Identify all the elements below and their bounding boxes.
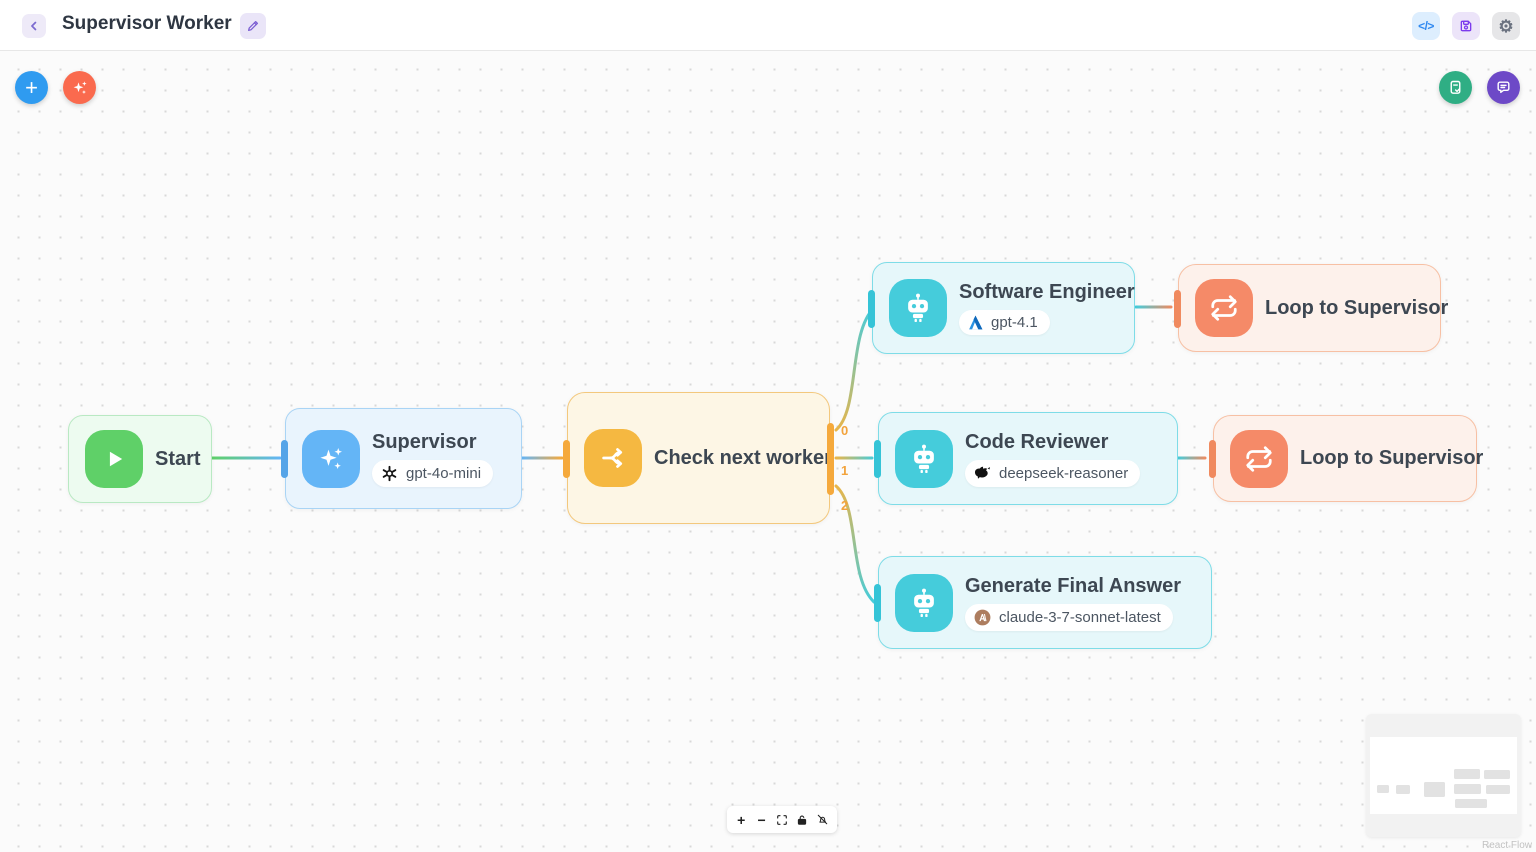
node-title: Supervisor <box>372 430 477 453</box>
fit-view-button[interactable] <box>773 811 791 829</box>
node-title: Software Engineer <box>959 281 1135 303</box>
model-pill[interactable]: deepseek-reasoner <box>965 459 1141 487</box>
node-check-next-worker[interactable]: Check next worker <box>563 392 834 524</box>
sparkles-icon <box>302 429 360 488</box>
minimap[interactable] <box>1366 714 1521 837</box>
zoom-in-icon: + <box>737 811 746 828</box>
target-handle[interactable] <box>563 440 570 478</box>
node-start[interactable]: Start <box>68 415 212 503</box>
target-handle[interactable] <box>868 290 875 328</box>
interactivity-off-icon <box>818 814 828 825</box>
edge-label-0: 0 <box>841 423 849 438</box>
robot-icon <box>889 279 947 337</box>
chat-button[interactable] <box>1487 71 1520 104</box>
azure-icon <box>969 315 983 330</box>
save-floppy-icon <box>1460 20 1472 32</box>
model-pill[interactable]: gpt-4o-mini <box>372 459 494 487</box>
minimap-node <box>1454 784 1481 794</box>
node-software-engineer[interactable]: Software Engineer gpt-4.1 <box>868 262 1135 354</box>
plus-icon: + <box>25 74 38 100</box>
edit-title-button[interactable] <box>240 13 266 39</box>
edge-check-generate-final[interactable] <box>834 484 876 604</box>
edge-label-2: 2 <box>841 498 849 513</box>
minimap-node <box>1486 785 1510 794</box>
node-loop-to-supervisor-2[interactable]: Loop to Supervisor <box>1209 415 1483 502</box>
model-name: claude-3-7-sonnet-latest <box>999 608 1161 626</box>
node-title: Start <box>155 447 201 470</box>
minimap-node <box>1455 799 1487 808</box>
fit-view-icon <box>777 814 787 825</box>
node-title: Generate Final Answer <box>965 574 1181 597</box>
back-chevron-icon <box>31 21 37 31</box>
model-name: deepseek-reasoner <box>999 464 1129 482</box>
back-button[interactable] <box>22 14 46 38</box>
node-code-reviewer[interactable]: Code Reviewer deepseek-reasoner <box>874 412 1178 505</box>
branch-split-icon <box>584 429 642 487</box>
run-report-button[interactable] <box>1439 71 1472 104</box>
react-flow-attribution: React Flow <box>1481 840 1532 851</box>
minimap-node <box>1484 770 1510 779</box>
workflow-title: Supervisor Worker <box>62 13 232 34</box>
settings-button[interactable]: ⚙ <box>1492 12 1520 40</box>
edge-label-1: 1 <box>841 463 849 478</box>
node-generate-final-answer[interactable]: Generate Final Answer claude-3-7-sonnet-… <box>874 556 1212 649</box>
ai-generate-button[interactable] <box>63 71 96 104</box>
target-handle[interactable] <box>281 440 288 478</box>
source-handle[interactable] <box>827 423 834 495</box>
node-title: Loop to Supervisor <box>1300 447 1484 469</box>
deepseek-whale-icon <box>974 466 991 479</box>
model-name: gpt-4o-mini <box>406 464 482 482</box>
node-title: Code Reviewer <box>965 430 1109 453</box>
openai-icon <box>382 465 397 481</box>
save-button[interactable] <box>1452 12 1480 40</box>
add-node-button[interactable]: + <box>15 71 48 104</box>
flow-canvas[interactable]: + Start Supervisor gpt-4o-mini <box>0 51 1536 852</box>
model-pill[interactable]: gpt-4.1 <box>959 310 1050 335</box>
robot-icon <box>895 429 953 488</box>
minimap-viewport <box>1370 737 1517 814</box>
robot-icon <box>895 573 953 632</box>
node-supervisor[interactable]: Supervisor gpt-4o-mini <box>281 408 522 509</box>
zoom-out-icon: − <box>757 811 766 828</box>
edge-check-software-engineer[interactable] <box>834 306 876 432</box>
code-icon: </> <box>1418 19 1434 33</box>
loop-repeat-icon <box>1230 429 1288 488</box>
minimap-node <box>1454 769 1480 779</box>
zoom-in-button[interactable]: + <box>732 811 750 829</box>
lock-icon <box>798 815 807 825</box>
node-loop-to-supervisor-1[interactable]: Loop to Supervisor <box>1174 264 1448 352</box>
interactivity-toggle-button[interactable] <box>814 811 832 829</box>
minimap-node <box>1396 785 1410 794</box>
ai-sparkles-icon <box>73 80 87 94</box>
target-handle[interactable] <box>874 584 881 622</box>
play-icon <box>85 430 143 488</box>
node-title: Loop to Supervisor <box>1265 296 1449 319</box>
model-name: gpt-4.1 <box>991 314 1038 331</box>
settings-gear-icon: ⚙ <box>1498 16 1514 36</box>
node-title: Check next worker <box>654 446 832 469</box>
minimap-node <box>1424 782 1445 797</box>
edges-layer <box>210 305 1207 604</box>
target-handle[interactable] <box>1174 290 1181 328</box>
target-handle[interactable] <box>874 440 881 478</box>
model-pill[interactable]: claude-3-7-sonnet-latest <box>965 603 1173 631</box>
app-header: Supervisor Worker </> ⚙ <box>0 0 1536 51</box>
minimap-node <box>1377 785 1389 793</box>
lock-button[interactable] <box>793 811 811 829</box>
anthropic-icon <box>974 609 991 625</box>
edit-pencil-icon <box>247 20 259 32</box>
target-handle[interactable] <box>1209 440 1216 478</box>
zoom-out-button[interactable]: − <box>753 811 771 829</box>
view-code-button[interactable]: </> <box>1412 12 1440 40</box>
canvas-controls: + − <box>727 806 837 833</box>
report-check-icon <box>1450 80 1461 94</box>
header-actions: </> ⚙ <box>1412 12 1520 40</box>
chat-bubble-icon <box>1497 81 1510 94</box>
loop-repeat-icon <box>1195 279 1253 337</box>
